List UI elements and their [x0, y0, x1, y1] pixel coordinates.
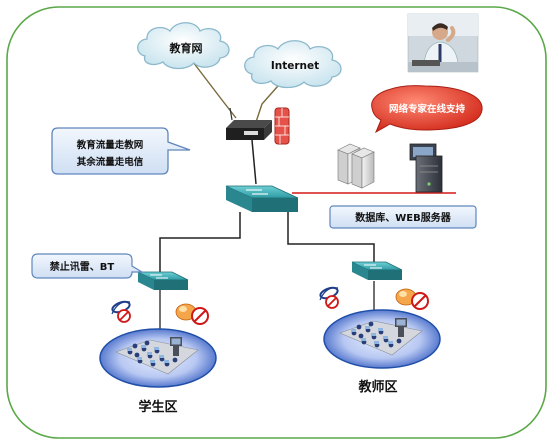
routing-line-2: 其余流量走电信: [77, 156, 144, 168]
cloud-internet: Internet: [244, 40, 342, 89]
link-core-teacher: [287, 212, 375, 262]
teacher-switch-icon: [351, 261, 403, 280]
cloud-shape: [244, 40, 342, 89]
cloud-edu-net: 教育网: [137, 22, 230, 70]
expert-support-badge[interactable]: 网络专家在线支持: [371, 85, 483, 134]
student-lan: [99, 328, 217, 388]
cloud-shape: [137, 22, 230, 70]
firewall-icon: [274, 107, 290, 145]
zone-student-label: 学生区: [138, 399, 177, 415]
server-label-box: 数据库、WEB服务器: [329, 205, 477, 229]
teacher-lan: [323, 309, 441, 369]
ban-icon: [175, 303, 209, 325]
callout-ban-downloads: 禁止讯雷、BT: [31, 253, 145, 279]
server-icon: [337, 143, 375, 189]
expert-support-label: 网络专家在线支持: [389, 103, 466, 115]
link-core-student: [159, 212, 241, 272]
ban-icon: [395, 288, 429, 310]
desktop-icon: [395, 318, 407, 337]
expert-photo: [407, 13, 479, 73]
cloud-edu-net-label: 教育网: [169, 41, 203, 55]
link-router-core: [251, 139, 257, 185]
link-internet-router: [255, 77, 286, 123]
cloud-internet-label: Internet: [271, 60, 319, 72]
server-label: 数据库、WEB服务器: [355, 211, 451, 224]
desktop-icon: [409, 143, 443, 193]
core-switch-icon: [225, 185, 299, 212]
ban-icon: [319, 286, 339, 309]
link-edu-router: [192, 61, 237, 119]
student-switch-icon: [137, 271, 189, 290]
connection-lines: [159, 61, 456, 333]
callout-bubble: [51, 127, 191, 175]
zone-teacher-label: 教师区: [357, 379, 397, 395]
person-icon: [423, 23, 459, 65]
ban-icon: [111, 300, 131, 323]
ban-label: 禁止讯雷、BT: [49, 260, 115, 273]
desktop-icon: [170, 337, 182, 356]
callout-routing-policy: 教育流量走教网 其余流量走电信: [51, 127, 191, 175]
routing-line-1: 教育流量走教网: [76, 139, 144, 151]
router-icon: [226, 107, 272, 140]
